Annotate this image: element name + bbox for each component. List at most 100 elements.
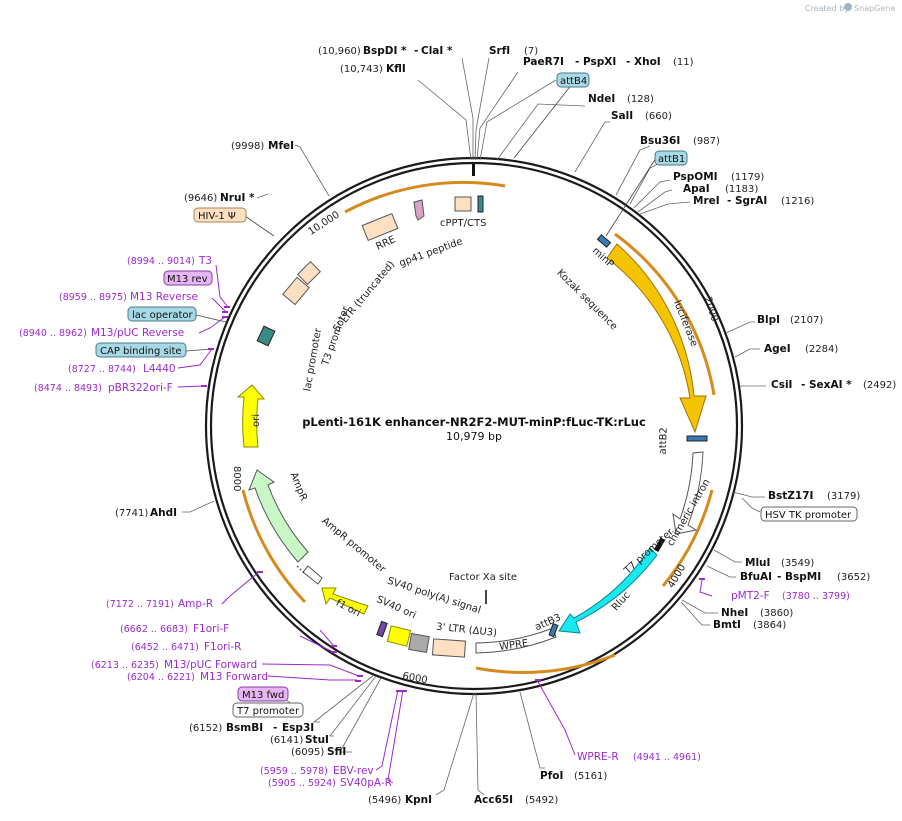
site-nhei[interactable]: NheI bbox=[721, 607, 748, 619]
site-bspdi[interactable]: BspDI * bbox=[363, 45, 407, 57]
cppt-box[interactable] bbox=[454, 196, 472, 212]
site-mfei[interactable]: MfeI bbox=[268, 140, 294, 152]
primer-sv40pa-r[interactable]: SV40pA-R bbox=[340, 777, 392, 789]
site-pos-kpni: (5496) bbox=[368, 795, 401, 806]
site-bsmbi[interactable]: BsmBI bbox=[226, 722, 263, 734]
svg-text:T7 promoter: T7 promoter bbox=[236, 706, 300, 717]
site-bsu36i[interactable]: Bsu36I bbox=[640, 135, 680, 147]
label-ampr: AmpR bbox=[288, 471, 309, 503]
origin-tick bbox=[472, 164, 475, 176]
box-attb1[interactable] bbox=[654, 150, 688, 166]
site-pos-ndei: (128) bbox=[627, 94, 654, 105]
site-bstz17i[interactable]: BstZ17I bbox=[768, 490, 813, 502]
svg-text:attB4: attB4 bbox=[560, 76, 587, 87]
primer-range-m13fwd: (6204 .. 6221) bbox=[127, 672, 195, 683]
site-pos-kfli: (10,743) bbox=[340, 64, 383, 75]
label-t3-promoter: T3 promoter bbox=[320, 304, 352, 368]
site-agei[interactable]: AgeI bbox=[764, 343, 791, 355]
luciferase-arrow[interactable] bbox=[606, 243, 707, 434]
primer-f1ori-r[interactable]: F1ori-R bbox=[204, 641, 241, 653]
primer-leaders bbox=[177, 264, 713, 784]
site-bspmi[interactable]: BspMI bbox=[785, 571, 821, 583]
5ltr-box-a[interactable] bbox=[282, 276, 310, 306]
rre-box[interactable] bbox=[361, 212, 399, 242]
site-kpni[interactable]: KpnI bbox=[405, 794, 432, 806]
site-pspomi[interactable]: PspOMI bbox=[673, 171, 718, 183]
label-attb2: attB2 bbox=[658, 427, 670, 455]
site-pos-bsu36i: (987) bbox=[693, 136, 720, 147]
primer-m13-reverse[interactable]: M13 Reverse bbox=[130, 291, 198, 303]
chimeric-intron-arrow[interactable] bbox=[672, 451, 704, 535]
site-apai[interactable]: ApaI bbox=[683, 183, 710, 195]
site-kfli[interactable]: KflI bbox=[386, 63, 406, 75]
site-pos-nrui: (9646) bbox=[184, 193, 217, 204]
site-esp3i[interactable]: Esp3I bbox=[282, 722, 314, 734]
ori-arrow[interactable] bbox=[236, 384, 266, 448]
site-bfuai[interactable]: BfuAI bbox=[740, 571, 772, 583]
primer-pbr322ori-f[interactable]: pBR322ori-F bbox=[108, 382, 173, 394]
primer-m13-forward[interactable]: M13 Forward bbox=[200, 671, 268, 683]
ampr-promoter[interactable] bbox=[302, 565, 323, 585]
f1-ori-arrow[interactable] bbox=[321, 587, 369, 615]
primer-l4440[interactable]: L4440 bbox=[143, 363, 176, 375]
svg-text:lac operator: lac operator bbox=[132, 310, 193, 321]
box-t7-promoter[interactable] bbox=[232, 702, 304, 718]
primer-f1ori-f[interactable]: F1ori-F bbox=[193, 623, 229, 635]
sv40-ori-box[interactable] bbox=[386, 625, 412, 647]
rluc-arrow[interactable] bbox=[558, 547, 658, 634]
svg-text:-: - bbox=[273, 722, 277, 734]
svg-text:attB1: attB1 bbox=[658, 154, 685, 165]
site-sali[interactable]: SalI bbox=[611, 110, 633, 122]
primer-amp-r[interactable]: Amp-R bbox=[178, 598, 213, 610]
site-xhoi[interactable]: XhoI bbox=[634, 56, 661, 68]
3ltr-box[interactable] bbox=[431, 638, 467, 658]
ampr-arrow[interactable] bbox=[248, 469, 309, 563]
site-pfoi[interactable]: PfoI bbox=[540, 770, 563, 782]
site-ahdi[interactable]: AhdI bbox=[150, 507, 177, 519]
box-attb4[interactable] bbox=[556, 72, 590, 88]
site-csii[interactable]: CsiI bbox=[771, 379, 792, 391]
primer-range-pmt2: (3780 .. 3799) bbox=[782, 591, 850, 602]
site-pspxi[interactable]: PspXI bbox=[583, 56, 616, 68]
t7-marker bbox=[653, 537, 666, 553]
5ltr-box-b[interactable] bbox=[296, 260, 322, 286]
site-sfii[interactable]: SfiI bbox=[327, 746, 346, 758]
primer-m13puc-forward[interactable]: M13/pUC Forward bbox=[164, 659, 257, 671]
box-m13-rev[interactable] bbox=[163, 270, 213, 286]
box-lac-operator[interactable] bbox=[127, 306, 197, 322]
site-mlui[interactable]: MluI bbox=[745, 557, 770, 569]
site-sexai[interactable]: SexAI * bbox=[809, 379, 852, 391]
primer-m13puc-reverse[interactable]: M13/pUC Reverse bbox=[91, 327, 184, 339]
primer-wpre-r[interactable]: WPRE-R bbox=[577, 751, 619, 763]
site-nrui[interactable]: NruI * bbox=[220, 192, 255, 204]
box-hsv-tk[interactable] bbox=[760, 506, 858, 522]
svg-text:HIV-1 Ψ: HIV-1 Ψ bbox=[198, 211, 236, 222]
sv40-polya-box[interactable] bbox=[408, 632, 430, 654]
wpre-feature[interactable] bbox=[475, 627, 557, 654]
primer-ebv-rev[interactable]: EBV-rev bbox=[333, 765, 374, 777]
primer-range-m13puc-fwd: (6213 .. 6235) bbox=[91, 660, 159, 671]
primer-range-f1ori-f: (6662 .. 6683) bbox=[120, 624, 188, 635]
site-blpi[interactable]: BlpI bbox=[757, 314, 780, 326]
site-acc65i[interactable]: Acc65I bbox=[474, 794, 513, 806]
site-pos-bspmi: (3652) bbox=[837, 572, 870, 583]
tick-8000: 8000 bbox=[231, 466, 242, 491]
site-clai[interactable]: ClaI * bbox=[421, 45, 453, 57]
attb2-marker bbox=[686, 435, 708, 442]
site-bmti[interactable]: BmtI bbox=[713, 619, 741, 631]
primer-t3[interactable]: T3 bbox=[198, 255, 212, 267]
svg-text:-: - bbox=[777, 571, 781, 583]
primer-pmt2-f[interactable]: pMT2-F bbox=[731, 590, 770, 602]
site-paer7i[interactable]: PaeR7I bbox=[523, 56, 564, 68]
box-m13-fwd[interactable] bbox=[237, 686, 289, 702]
attb3-marker bbox=[548, 623, 559, 638]
box-cap[interactable] bbox=[95, 342, 187, 358]
site-sgrai[interactable]: SgrAI bbox=[735, 195, 767, 207]
box-hiv1[interactable] bbox=[193, 207, 247, 223]
site-ndei[interactable]: NdeI bbox=[588, 93, 615, 105]
site-mrei[interactable]: MreI bbox=[693, 195, 720, 207]
site-stui[interactable]: StuI bbox=[305, 734, 329, 746]
site-srfi[interactable]: SrfI bbox=[489, 45, 510, 57]
gp41-marker[interactable] bbox=[413, 199, 425, 221]
